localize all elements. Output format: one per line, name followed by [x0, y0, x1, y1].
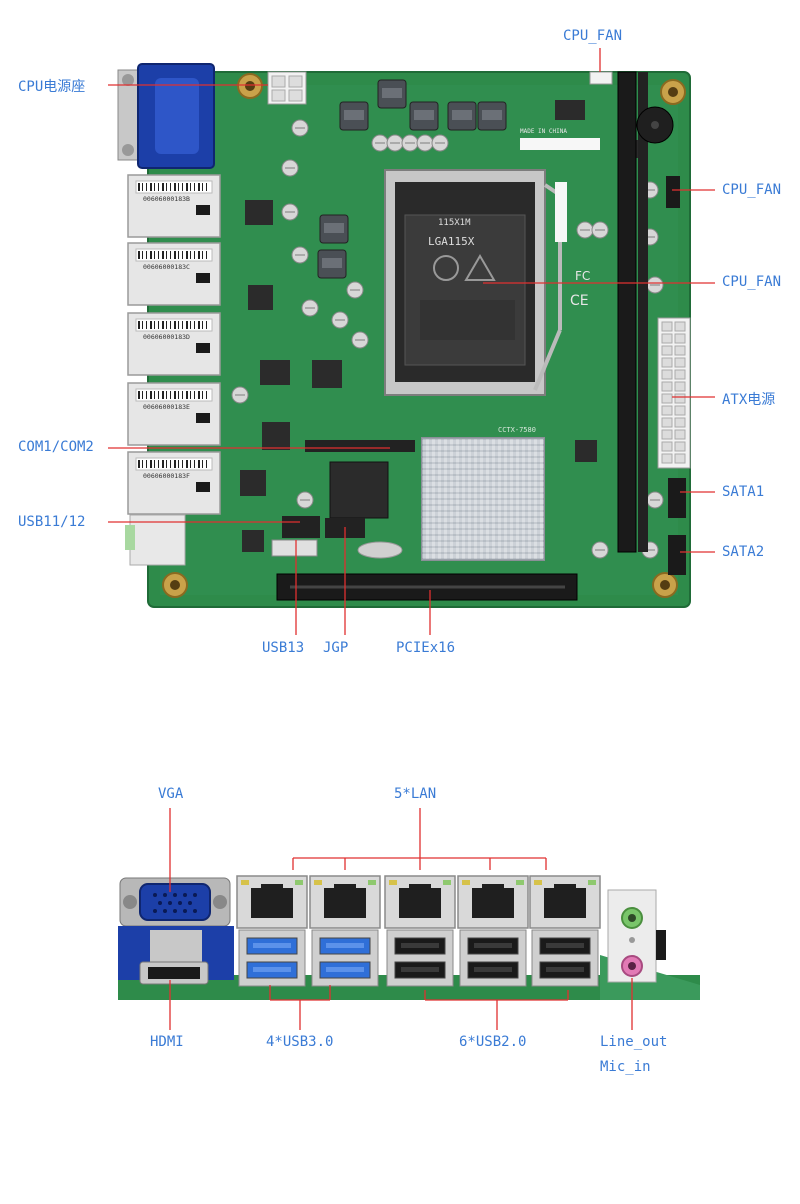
- rear-io-view: [118, 808, 700, 1030]
- lan-port-top: 00606000183C: [127, 242, 221, 306]
- lan-usb-stacks: [236, 875, 601, 987]
- capacitor: [576, 221, 594, 239]
- capacitor: [591, 221, 609, 239]
- capacitor: [281, 159, 299, 177]
- capacitor: [591, 541, 609, 559]
- label-cpu-power: CPU电源座: [18, 79, 86, 95]
- lan-serial: 00606000183F: [143, 472, 190, 480]
- label-cpu-fan-right-1: CPU_FAN: [722, 182, 782, 198]
- label-usb13: USB13: [262, 640, 305, 656]
- rear-leader-lines: [169, 808, 633, 1030]
- choke: [447, 101, 477, 131]
- memory-slots: [617, 71, 648, 553]
- io-stack: [457, 875, 529, 987]
- pcie-x16-slot: [276, 573, 578, 601]
- lan-port-top: 00606000183F: [127, 451, 221, 515]
- label-sata1: SATA1: [722, 484, 765, 500]
- capacitor: [291, 246, 309, 264]
- io-stack: [309, 875, 381, 987]
- sata2-connector: [668, 535, 686, 575]
- label-usb11-12: USB11/12: [18, 514, 86, 530]
- lan-serial: 00606000183C: [143, 263, 190, 271]
- capacitor: [401, 134, 419, 152]
- lan-port-stack: 00606000183B 00606000183C 00606000183D 0060…: [127, 174, 221, 515]
- lan-serial: 00606000183B: [143, 195, 190, 203]
- label-usb3: 4*USB3.0: [266, 1034, 334, 1050]
- lan-port-top: 00606000183B: [127, 174, 221, 238]
- socket-top-text: 115X1M: [438, 218, 471, 228]
- chipset-heatsink: [421, 437, 545, 561]
- coin-battery: [357, 541, 403, 559]
- lan-port-top: 00606000183D: [127, 312, 221, 376]
- barcode-sticker: [520, 138, 600, 150]
- label-lan: 5*LAN: [394, 786, 437, 802]
- choke: [339, 101, 369, 131]
- top-leader-lines: [108, 48, 715, 635]
- capacitor: [346, 281, 364, 299]
- vrm-chokes: [317, 79, 507, 279]
- motherboard-top-view: 00606000183B 00606000183C 00606000183D 0060…: [108, 48, 715, 635]
- choke: [409, 101, 439, 131]
- com-header: [305, 440, 415, 452]
- lan-serial: 00606000183D: [143, 333, 190, 341]
- fc-mark: FC: [575, 269, 590, 283]
- made-in-text: MADE IN CHINA: [520, 128, 567, 135]
- capacitor: [351, 331, 369, 349]
- io-stack: [529, 875, 601, 987]
- label-usb2: 6*USB2.0: [459, 1034, 527, 1050]
- label-vga: VGA: [158, 786, 184, 802]
- lan-serial: 00606000183E: [143, 403, 190, 411]
- label-mic-in: Mic_in: [600, 1059, 651, 1075]
- usb13-port: [271, 539, 318, 557]
- vga-connector-top: [117, 63, 215, 169]
- capacitor: [386, 134, 404, 152]
- label-cpu-fan-top: CPU_FAN: [563, 28, 623, 44]
- capacitor: [296, 491, 314, 509]
- capacitor: [431, 134, 449, 152]
- choke: [377, 79, 407, 109]
- label-jgp: JGP: [323, 640, 349, 656]
- label-pcie: PCIEx16: [396, 640, 456, 656]
- capacitor: [291, 119, 309, 137]
- usb11-12-header: [282, 516, 320, 538]
- hdmi-connector: [139, 961, 209, 985]
- cpu-power-connector: [267, 71, 307, 105]
- label-sata2: SATA2: [722, 544, 765, 560]
- choke: [477, 101, 507, 131]
- audio-jack-top: [129, 514, 186, 566]
- capacitor: [416, 134, 434, 152]
- choke: [319, 214, 349, 244]
- sata1-connector: [668, 478, 686, 518]
- lan-port-top: 00606000183E: [127, 382, 221, 446]
- capacitors: [231, 119, 664, 559]
- model-text: CCTX-7580: [498, 426, 536, 434]
- choke: [317, 249, 347, 279]
- capacitor: [646, 491, 664, 509]
- cpu-fan-header-top: [589, 71, 613, 85]
- capacitor: [646, 276, 664, 294]
- cpu-fan-header-right: [666, 176, 680, 208]
- capacitor: [331, 311, 349, 329]
- capacitor: [301, 299, 319, 317]
- label-atx-power: ATX电源: [722, 392, 776, 408]
- capacitor: [371, 134, 389, 152]
- label-hdmi: HDMI: [150, 1034, 184, 1050]
- capacitor: [231, 386, 249, 404]
- label-line-out: Line_out: [600, 1034, 668, 1050]
- socket-name: LGA115X: [428, 235, 475, 248]
- label-com: COM1/COM2: [18, 439, 94, 455]
- mounting-holes: [162, 73, 686, 598]
- label-cpu-fan-right-2: CPU_FAN: [722, 274, 782, 290]
- vga-connector-rear: [118, 877, 234, 980]
- io-stack: [236, 875, 308, 987]
- atx-power-connector: [657, 317, 691, 469]
- io-stack: [384, 875, 456, 987]
- audio-jacks-rear: [607, 889, 666, 983]
- ce-mark: CE: [570, 293, 589, 309]
- capacitor: [281, 203, 299, 221]
